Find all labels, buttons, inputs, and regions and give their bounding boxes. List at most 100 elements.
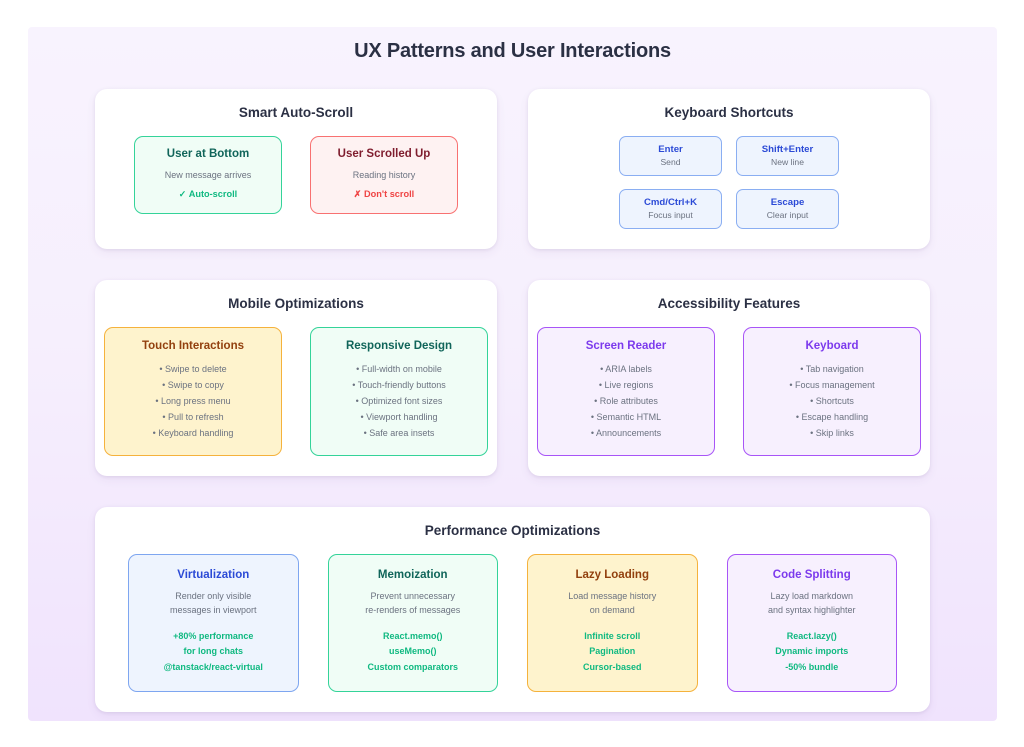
metric-line: Custom comparators — [367, 661, 459, 672]
list-item: • Touch-friendly buttons — [352, 380, 446, 391]
panel-title-performance-optimizations: Performance Optimizations — [424, 523, 601, 539]
card-result: ✓ Auto-scroll — [178, 188, 238, 199]
performance-card-row: Virtualization Render only visible messa… — [109, 554, 916, 693]
card-title: Screen Reader — [585, 340, 667, 352]
metric-line: for long chats — [183, 646, 243, 657]
card-metrics: +80% performance for long chats @tanstac… — [137, 629, 290, 675]
shortcut-combo: Escape — [770, 197, 805, 208]
panel-title-keyboard-shortcuts: Keyboard Shortcuts — [664, 105, 794, 120]
auto-scroll-card-row: User at Bottom New message arrives ✓ Aut… — [109, 136, 483, 214]
panel-title-accessibility-features: Accessibility Features — [657, 296, 801, 311]
poster-container: UX Patterns and User Interactions Smart … — [28, 27, 997, 721]
shortcut-chip-shift-enter[interactable]: Shift+Enter New line — [736, 136, 839, 176]
card-title: Responsive Design — [345, 340, 453, 352]
list-item: • Escape handling — [795, 412, 869, 423]
accessibility-card-row: Screen Reader • ARIA labels • Live regio… — [537, 327, 921, 457]
shortcut-description: Clear input — [766, 210, 809, 220]
card-title: Keyboard — [805, 340, 859, 352]
card-responsive-design[interactable]: Responsive Design • Full-width on mobile… — [310, 327, 488, 457]
card-title: Touch Interactions — [141, 340, 245, 352]
list-item: • Long press menu — [155, 396, 231, 407]
card-title: Virtualization — [177, 569, 250, 582]
list-item: • Pull to refresh — [162, 412, 224, 423]
card-keyboard-accessibility[interactable]: Keyboard • Tab navigation • Focus manage… — [743, 327, 921, 457]
card-title: Code Splitting — [772, 569, 851, 582]
panel-performance-optimizations: Performance Optimizations Virtualization… — [95, 507, 930, 713]
panel-mobile-optimizations: Mobile Optimizations Touch Interactions … — [95, 280, 497, 477]
metric-line: React.memo() — [382, 630, 443, 641]
bullet-list: • Full-width on mobile • Touch-friendly … — [319, 361, 479, 441]
list-item: • Focus management — [789, 380, 875, 391]
description-line: Lazy load markdown — [770, 591, 854, 602]
card-result: ✗ Don't scroll — [353, 188, 415, 199]
list-item: • Tab navigation — [800, 364, 864, 374]
shortcut-chip-row: Enter Send Shift+Enter New line Cmd/Ctrl… — [542, 136, 916, 229]
panel-title-mobile-optimizations: Mobile Optimizations — [228, 296, 364, 311]
shortcut-combo: Enter — [658, 144, 683, 155]
card-title: User at Bottom — [166, 148, 250, 160]
card-subtitle: Reading history — [352, 170, 416, 180]
description-line: Load message history — [568, 591, 657, 602]
card-description: Lazy load markdown and syntax highlighte… — [736, 590, 889, 618]
bullet-list: • Swipe to delete • Swipe to copy • Long… — [113, 361, 273, 441]
card-subtitle: New message arrives — [164, 170, 252, 180]
list-item: • Live regions — [598, 380, 654, 391]
shortcut-combo: Cmd/Ctrl+K — [643, 197, 698, 208]
card-code-splitting[interactable]: Code Splitting Lazy load markdown and sy… — [726, 554, 897, 693]
shortcut-description: Focus input — [648, 210, 693, 220]
panel-accessibility-features: Accessibility Features Screen Reader • A… — [528, 280, 930, 477]
card-description: Load message history on demand — [536, 590, 689, 618]
list-item: • Keyboard handling — [152, 428, 234, 439]
panel-smart-auto-scroll: Smart Auto-Scroll User at Bottom New mes… — [95, 89, 497, 249]
shortcut-chip-escape[interactable]: Escape Clear input — [736, 189, 839, 229]
card-memoization[interactable]: Memoization Prevent unnecessary re-rende… — [327, 554, 498, 693]
card-touch-interactions[interactable]: Touch Interactions • Swipe to delete • S… — [104, 327, 282, 457]
list-item: • Announcements — [590, 428, 662, 439]
bullet-list: • Tab navigation • Focus management • Sh… — [752, 361, 912, 441]
metric-line: -50% bundle — [785, 661, 839, 672]
list-item: • Swipe to delete — [159, 364, 227, 374]
metric-line: +80% performance — [173, 630, 254, 641]
shortcut-description: New line — [771, 157, 804, 167]
list-item: • Swipe to copy — [162, 380, 224, 391]
card-lazy-loading[interactable]: Lazy Loading Load message history on dem… — [527, 554, 698, 693]
list-item: • Full-width on mobile — [356, 364, 442, 374]
description-line: Prevent unnecessary — [370, 591, 456, 602]
description-line: Render only visible — [175, 591, 252, 602]
card-description: Render only visible messages in viewport — [137, 590, 290, 618]
card-metrics: Infinite scroll Pagination Cursor-based — [536, 629, 689, 675]
metric-line: React.lazy() — [786, 630, 837, 641]
list-item: • ARIA labels — [600, 364, 652, 374]
shortcut-chip-enter[interactable]: Enter Send — [619, 136, 722, 176]
list-item: • Safe area insets — [363, 428, 435, 439]
metric-line: Pagination — [589, 646, 636, 657]
panel-title-auto-scroll: Smart Auto-Scroll — [238, 105, 354, 120]
panel-grid: Smart Auto-Scroll User at Bottom New mes… — [28, 89, 997, 713]
description-line: re-renders of messages — [365, 605, 461, 616]
list-item: • Semantic HTML — [590, 412, 662, 423]
card-metrics: React.lazy() Dynamic imports -50% bundle — [736, 629, 889, 675]
list-item: • Skip links — [810, 428, 854, 439]
list-item: • Optimized font sizes — [355, 396, 443, 407]
card-user-at-bottom[interactable]: User at Bottom New message arrives ✓ Aut… — [134, 136, 282, 214]
card-user-scrolled-up[interactable]: User Scrolled Up Reading history ✗ Don't… — [310, 136, 458, 214]
metric-line: Cursor-based — [582, 661, 642, 672]
card-screen-reader[interactable]: Screen Reader • ARIA labels • Live regio… — [537, 327, 715, 457]
card-virtualization[interactable]: Virtualization Render only visible messa… — [128, 554, 299, 693]
description-line: messages in viewport — [169, 605, 257, 616]
shortcut-combo: Shift+Enter — [761, 144, 814, 155]
panel-keyboard-shortcuts: Keyboard Shortcuts Enter Send Shift+Ente… — [528, 89, 930, 249]
bullet-list: • ARIA labels • Live regions • Role attr… — [546, 361, 706, 441]
card-title: Lazy Loading — [575, 569, 649, 582]
metric-line: Infinite scroll — [584, 630, 641, 641]
list-item: • Shortcuts — [810, 396, 854, 407]
page-title: UX Patterns and User Interactions — [354, 40, 671, 62]
metric-line: Dynamic imports — [775, 646, 849, 657]
card-title: Memoization — [377, 569, 448, 582]
description-line: on demand — [589, 605, 635, 616]
list-item: • Viewport handling — [360, 412, 438, 423]
metric-line: @tanstack/react-virtual — [163, 661, 263, 672]
shortcut-chip-cmd-ctrl-k[interactable]: Cmd/Ctrl+K Focus input — [619, 189, 722, 229]
card-metrics: React.memo() useMemo() Custom comparator… — [337, 629, 490, 675]
card-description: Prevent unnecessary re-renders of messag… — [337, 590, 490, 618]
